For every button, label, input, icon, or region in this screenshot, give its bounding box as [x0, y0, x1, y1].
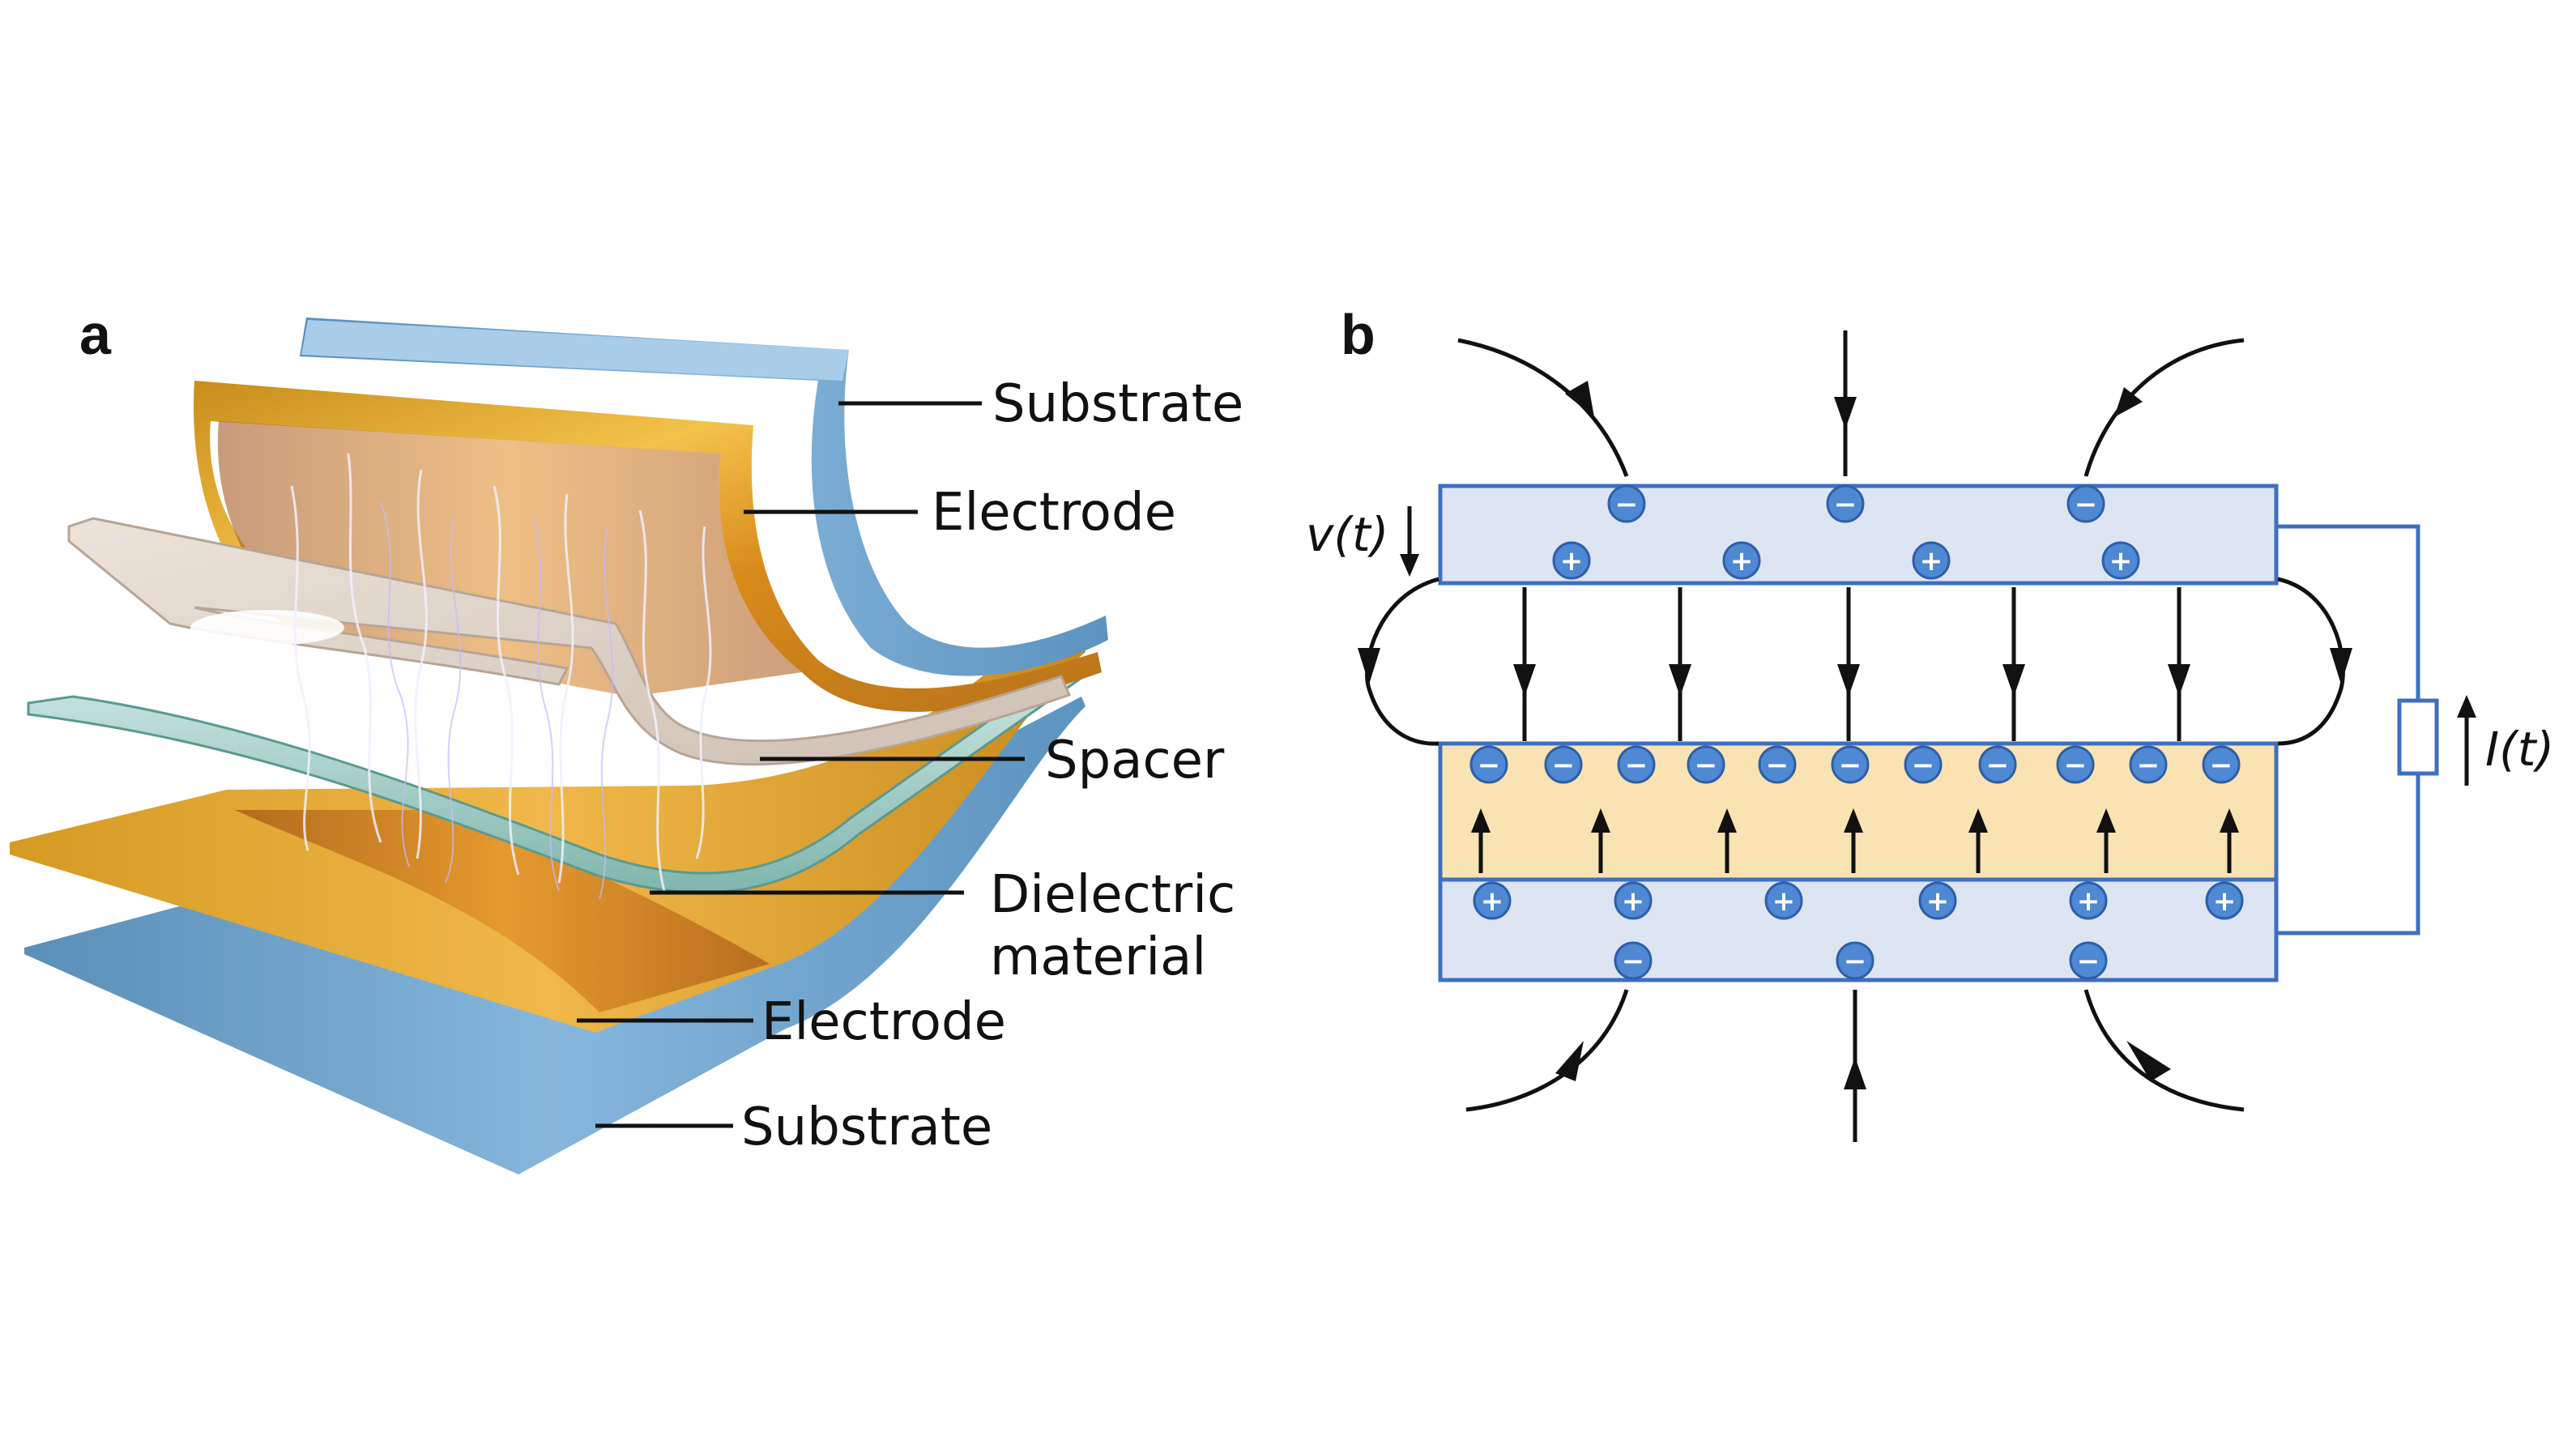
negative-charge-sign: − [1844, 945, 1867, 978]
negative-charge-marker [2066, 484, 2105, 523]
negative-charge-marker [1904, 745, 1943, 784]
negative-charge-sign: − [1766, 749, 1789, 782]
label-dielectric-line2: material [990, 927, 1206, 987]
top-substrate-edge [301, 320, 849, 381]
current-label: I(t) [2485, 722, 2554, 777]
negative-charge-sign: − [1912, 749, 1935, 782]
discharge-sparks [290, 453, 712, 892]
negative-charge-marker [1826, 484, 1865, 523]
negative-charge-sign: − [2064, 749, 2088, 782]
negative-charge-sign: − [1552, 749, 1576, 782]
panel-a: a [10, 303, 1243, 1174]
top-electrode-layer [194, 381, 1102, 712]
negative-charge-sign: − [1478, 749, 1501, 782]
negative-charge-marker [2129, 745, 2168, 784]
label-electrode-bottom: Electrode [761, 992, 1006, 1052]
callout-lines [577, 401, 1025, 1128]
positive-charge-marker [1614, 881, 1653, 920]
positive-charge-sign: + [1481, 885, 1504, 918]
label-spacer: Spacer [1045, 731, 1225, 791]
positive-charge-sign: + [2077, 885, 2100, 918]
positive-charge-marker [1473, 881, 1512, 920]
positive-charge-marker [2101, 541, 2140, 580]
negative-charge-marker [1836, 941, 1874, 980]
positive-charge-sign: + [1622, 885, 1645, 918]
panel-b: b I(t) v(t) [1306, 303, 2554, 1142]
dielectric-field-arrows [1478, 826, 2232, 873]
negative-charge-sign: − [2210, 749, 2233, 782]
field-lines [1365, 330, 2345, 1142]
negative-charge-marker [1469, 745, 1508, 784]
positive-charge-sign: + [1730, 545, 1754, 577]
voltage-label: v(t) [1306, 507, 1388, 562]
label-electrode-top: Electrode [932, 483, 1176, 543]
negative-charge-marker [1607, 484, 1646, 523]
current-arrow [2457, 695, 2476, 786]
negative-charge-marker [1614, 941, 1653, 980]
negative-charge-sign: − [2075, 488, 2098, 521]
negative-charge-sign: − [1839, 749, 1862, 782]
negative-charge-marker [1831, 745, 1870, 784]
positive-charge-sign: + [1560, 545, 1584, 577]
negative-charge-marker [2056, 745, 2095, 784]
field-arrowheads [1358, 381, 2352, 1089]
panel-a-letter: a [79, 303, 112, 366]
negative-charge-marker [1617, 745, 1656, 784]
negative-charge-marker [1978, 745, 2017, 784]
negative-charge-sign: − [2077, 945, 2100, 978]
positive-charge-marker [1912, 541, 1951, 580]
positive-charge-marker [1552, 541, 1591, 580]
negative-charge-marker [2069, 941, 2108, 980]
negative-charge-sign: − [1695, 749, 1718, 782]
positive-charge-sign: + [1926, 885, 1950, 918]
positive-charge-marker [1918, 881, 1957, 920]
external-circuit-wire [2276, 524, 2420, 935]
positive-charge-sign: + [2213, 885, 2237, 918]
voltage-arrow [1400, 506, 1419, 577]
negative-charge-marker [1758, 745, 1797, 784]
bottom-electrode-glow [235, 810, 770, 1012]
negative-charge-sign: − [1625, 749, 1648, 782]
load-resistor [2397, 698, 2439, 776]
negative-charge-sign: − [1615, 488, 1639, 521]
top-electrode-glow [217, 421, 802, 697]
positive-charge-marker [1764, 881, 1803, 920]
negative-charge-marker [1687, 745, 1725, 784]
positive-charge-marker [2069, 881, 2108, 920]
positive-charge-sign: + [1920, 545, 1943, 577]
label-substrate-top: Substrate [992, 374, 1243, 434]
negative-charge-sign: − [1834, 488, 1857, 521]
positive-charge-marker [1722, 541, 1761, 580]
negative-charge-sign: − [1622, 945, 1645, 978]
dielectric-field-arrowheads [1471, 808, 2239, 833]
negative-charge-sign: − [2137, 749, 2160, 782]
label-substrate-bottom: Substrate [741, 1097, 992, 1157]
positive-charge-marker [2205, 881, 2244, 920]
label-dielectric-line1: Dielectric [990, 865, 1235, 925]
positive-charge-sign: + [1772, 885, 1796, 918]
spacer-layer [67, 517, 1072, 766]
panel-b-letter: b [1341, 303, 1375, 366]
negative-charge-sign: − [1986, 749, 2010, 782]
charge-ions: −−−++++−−−−−−−−−−−++++++−−− [1469, 484, 2244, 980]
negative-charge-marker [1544, 745, 1583, 784]
spacer-window [190, 610, 344, 646]
discharge-sparks-violet [380, 501, 614, 900]
positive-charge-sign: + [2109, 545, 2133, 577]
negative-charge-marker [2202, 745, 2241, 784]
